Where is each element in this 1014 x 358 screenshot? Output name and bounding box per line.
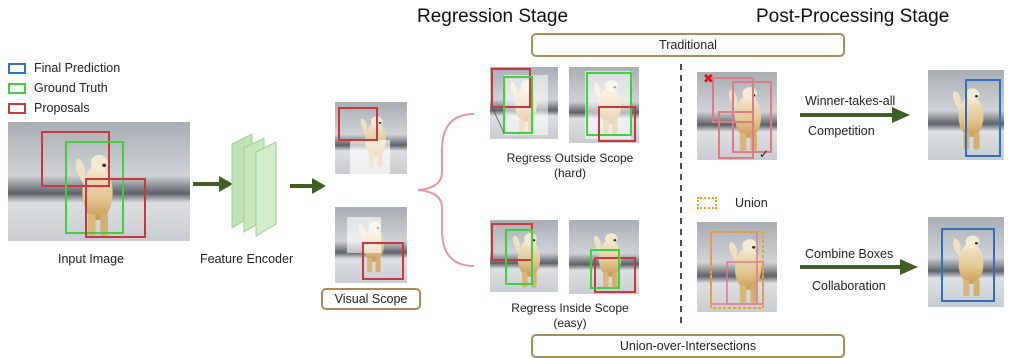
legend-item-ground-truth: Ground Truth <box>8 78 120 98</box>
input-image <box>8 122 190 241</box>
proposals-swatch <box>8 102 26 114</box>
regression-stage-title: Regression Stage <box>417 6 569 27</box>
regress-inside-crop-1 <box>490 220 558 292</box>
regress-outside-crop-1 <box>490 67 558 139</box>
union-over-intersections-label: Union-over-Intersections <box>531 334 845 358</box>
legend-label: Proposals <box>34 101 90 115</box>
regress-inside-label: Regress Inside Scope (easy) <box>485 301 655 331</box>
arrow-icon <box>800 259 918 275</box>
combine-boxes-label: Combine Boxes <box>805 247 894 261</box>
collaboration-label: Collaboration <box>812 279 886 293</box>
traditional-label: Traditional <box>531 33 845 57</box>
legend-label: Final Prediction <box>34 61 121 75</box>
legend-label: Ground Truth <box>34 81 108 95</box>
visual-scope-crop-top <box>335 102 407 174</box>
regress-inside-title: Regress Inside Scope <box>511 301 629 315</box>
regress-inside-note: (easy) <box>553 316 587 330</box>
competition-result-image <box>928 70 1004 160</box>
regress-outside-title: Regress Outside Scope <box>506 151 634 165</box>
winner-takes-all-label: Winner-takes-all <box>805 94 896 108</box>
stage-divider <box>680 64 682 326</box>
union-proposals-image <box>697 222 777 312</box>
competition-label: Competition <box>808 124 875 138</box>
final-prediction-swatch <box>8 62 26 74</box>
feature-encoder-icon <box>231 133 277 237</box>
regress-outside-label: Regress Outside Scope (hard) <box>485 151 655 181</box>
post-processing-stage-title: Post-Processing Stage <box>756 6 950 27</box>
ground-truth-swatch <box>8 82 26 94</box>
arrow-icon <box>800 107 910 123</box>
input-image-label: Input Image <box>58 252 125 266</box>
svg-text:✖: ✖ <box>703 72 714 87</box>
legend-item-proposals: Proposals <box>8 98 120 118</box>
regress-inside-crop-2 <box>569 220 639 294</box>
union-label: Union <box>735 196 768 210</box>
legend-item-final-prediction: Final Prediction <box>8 58 120 78</box>
arrow-icon <box>290 178 326 194</box>
visual-scope-label: Visual Scope <box>321 288 421 310</box>
visual-scope-crop-bottom <box>335 207 407 283</box>
svg-text:✓: ✓ <box>759 147 769 160</box>
feature-encoder-label: Feature Encoder <box>200 252 294 266</box>
traditional-proposals-image: ✖ ✓ <box>697 72 777 160</box>
arrow-icon <box>193 176 233 192</box>
bracket-icon <box>417 113 475 267</box>
regress-outside-note: (hard) <box>553 166 586 180</box>
collaboration-result-image <box>928 217 1004 307</box>
legend: Final Prediction Ground Truth Proposals <box>8 58 120 118</box>
union-swatch <box>697 197 717 209</box>
regress-outside-crop-2 <box>569 67 639 143</box>
